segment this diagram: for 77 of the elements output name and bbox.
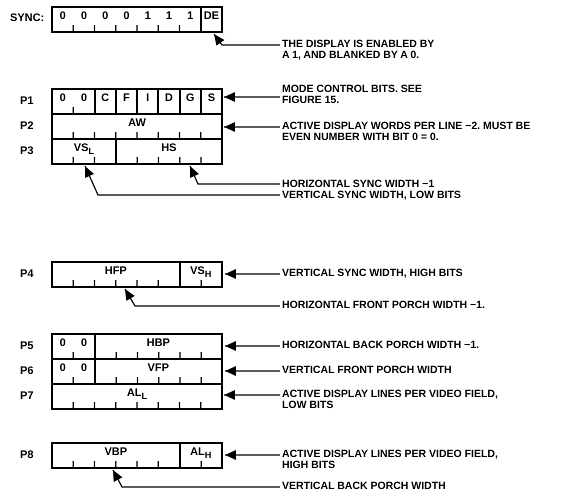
field-name: AW (127, 117, 147, 129)
field-description: MODE CONTROL BITS. SEE FIGURE 15. (282, 84, 422, 106)
leader-line (224, 92, 280, 102)
bit-value: 0 (58, 362, 67, 374)
register-name: P4 (20, 268, 34, 280)
bit-value: 0 (80, 337, 88, 349)
field-name: C (100, 92, 110, 104)
leader-line (189, 166, 280, 185)
bit-value: 1 (144, 10, 152, 22)
leader-line (112, 470, 280, 488)
bit-value: 1 (164, 10, 173, 22)
bit-field (51, 383, 223, 410)
field-name: AL$_{L}$ (126, 387, 148, 402)
field-description: VERTICAL SYNC WIDTH, HIGH BITS (282, 268, 567, 279)
field-name: AL$_{H}$ (189, 446, 212, 462)
leader-line (225, 341, 280, 351)
bit-value: 0 (80, 362, 88, 374)
field-name: I (145, 92, 150, 104)
register-name: P6 (20, 365, 34, 377)
bit-value: 0 (58, 92, 67, 104)
field-name: G (184, 92, 196, 104)
leader-line (225, 450, 280, 460)
field-description: VERTICAL BACK PORCH WIDTH (282, 481, 567, 492)
field-name: VFP (146, 362, 170, 374)
field-name: F (122, 92, 131, 104)
bit-value: 0 (80, 10, 88, 22)
register-name: P5 (20, 340, 34, 352)
field-description: HORIZONTAL BACK PORCH WIDTH −1. (282, 340, 567, 351)
bit-value: 0 (101, 10, 110, 22)
field-name: VS$_{L}$ (72, 142, 96, 158)
leader-line (213, 34, 280, 46)
field-description: VERTICAL SYNC WIDTH, LOW BITS (282, 190, 567, 201)
field-name: DE (202, 10, 220, 22)
field-name: D (164, 92, 174, 104)
bit-field (51, 88, 96, 115)
bit-field (51, 333, 96, 360)
bit-field (114, 138, 223, 165)
field-name: VS$_{H}$ (189, 265, 212, 280)
bit-field (51, 442, 180, 469)
field-description: ACTIVE DISPLAY WORDS PER LINE −2. MUST BE EVEN NUMBER WITH BIT 0 = 0. (282, 121, 554, 143)
leader-line (224, 122, 280, 132)
bit-field (200, 88, 223, 115)
leader-line (225, 366, 280, 376)
bit-field (178, 442, 223, 469)
register-name: P2 (20, 120, 34, 132)
bit-field (200, 6, 223, 33)
field-name: HS (160, 142, 178, 154)
leader-line (225, 269, 280, 279)
register-name: P3 (20, 145, 34, 157)
bit-value: 1 (186, 10, 194, 22)
bit-value: 0 (58, 337, 67, 349)
register-name: P7 (20, 390, 34, 402)
bit-value: 0 (58, 10, 67, 22)
field-description: HORIZONTAL FRONT PORCH WIDTH −1. (282, 300, 567, 311)
bit-field (51, 138, 117, 165)
bit-field (94, 333, 223, 360)
field-name: S (206, 92, 216, 104)
bit-value: 0 (122, 10, 130, 22)
leader-line (224, 390, 280, 400)
bit-value: 0 (80, 92, 88, 104)
bit-field (51, 113, 223, 140)
field-name: HFP (104, 265, 128, 277)
field-description: ACTIVE DISPLAY LINES PER VIDEO FIELD, LOW BITS (282, 389, 522, 411)
field-description: ACTIVE DISPLAY LINES PER VIDEO FIELD, HIGH BITS (282, 449, 522, 471)
register-name: P8 (20, 449, 34, 461)
field-name: VBP (103, 446, 128, 458)
leader-line (124, 288, 280, 307)
leader-line (84, 166, 280, 196)
field-name: HBP (146, 337, 171, 349)
bit-field (178, 261, 223, 288)
register-name: SYNC: (10, 12, 44, 24)
field-description: VERTICAL FRONT PORCH WIDTH (282, 365, 567, 376)
field-description: HORIZONTAL SYNC WIDTH −1 (282, 179, 567, 190)
field-description: THE DISPLAY IS ENABLED BY A 1, AND BLANKED BY A 0. (282, 39, 442, 61)
bit-field (51, 261, 180, 288)
bit-field (51, 6, 202, 33)
register-name: P1 (20, 95, 34, 107)
